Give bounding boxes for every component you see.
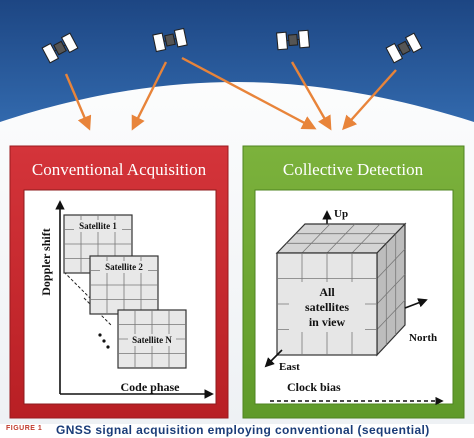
signal-arrow	[131, 61, 168, 131]
satellite-grid: Satellite 2	[89, 255, 159, 315]
doppler-shift-label: Doppler shift	[39, 228, 53, 295]
figure-caption: FIGURE 1 GNSS signal acquisition employi…	[0, 424, 474, 438]
signal-arrow	[290, 61, 332, 131]
satellite-grid: Satellite N	[117, 309, 187, 369]
code-phase-label: Code phase	[120, 380, 180, 394]
east-axis	[264, 349, 283, 368]
clock-bias-label: Clock bias	[287, 380, 341, 394]
east-label: East	[279, 361, 300, 373]
north-label: North	[409, 332, 437, 344]
up-label: Up	[334, 208, 348, 220]
north-axis	[404, 298, 428, 309]
cube-label-line2: satellites	[305, 300, 349, 314]
grid-label: Satellite N	[132, 335, 172, 345]
satellite-cube	[275, 222, 407, 357]
cube-label-line1: All	[319, 285, 335, 299]
cube-label-line3: in view	[309, 315, 346, 329]
caption-text: GNSS signal acquisition employing conven…	[56, 424, 430, 437]
signal-arrow	[181, 56, 317, 130]
signal-arrow	[64, 73, 92, 131]
figure-label: FIGURE 1	[6, 425, 43, 432]
conventional-title: Conventional Acquisition	[32, 160, 207, 179]
signal-arrow	[342, 69, 397, 131]
ellipsis-dots	[98, 333, 110, 349]
grid-label: Satellite 1	[79, 221, 117, 231]
sky-band	[0, 0, 474, 122]
collective-title: Collective Detection	[283, 160, 424, 179]
grid-label: Satellite 2	[105, 262, 143, 272]
